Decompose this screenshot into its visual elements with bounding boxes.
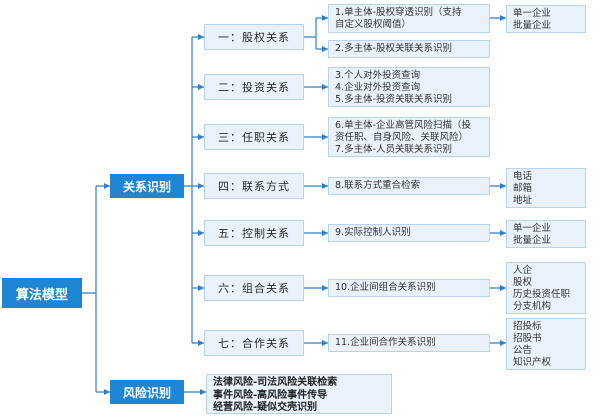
- result-item: 单一企业: [513, 8, 552, 19]
- result-control: 单一企业 批量企业: [506, 220, 586, 248]
- detail-line: 8.联系方式重合检索: [335, 180, 421, 191]
- category-employment: 三：任职关系: [204, 124, 304, 150]
- detail-line: 9.实际控制人识别: [335, 227, 411, 238]
- detail-line: 10.企业间组合关系识别: [335, 282, 436, 293]
- risk-item: 事件风险-高风险事件传导: [213, 389, 328, 401]
- category-equity: 一：股权关系: [204, 24, 304, 50]
- result-item: 历史投资任职: [513, 289, 571, 300]
- detail-control: 9.实际控制人识别: [328, 224, 490, 242]
- result-item: 公告: [513, 345, 533, 356]
- detail-line: 自定义股权阈值）: [335, 19, 412, 30]
- category-contact: 四：联系方式: [204, 173, 304, 199]
- risk-recognition-node: 风险识别: [110, 380, 184, 404]
- result-item: 知识产权: [513, 357, 552, 368]
- detail-line: 7.多主体-人员关联关系识别: [335, 144, 452, 155]
- result-item: 招投标: [513, 321, 542, 332]
- result-item: 批量企业: [513, 20, 552, 31]
- category-cooperation: 七：合作关系: [204, 330, 304, 356]
- result-item: 分支机构: [513, 301, 552, 312]
- detail-line: 6.单主体-企业高管风险扫描（投: [335, 120, 471, 131]
- result-contact: 电话 邮箱 地址: [506, 168, 586, 208]
- result-equity: 单一企业 批量企业: [506, 5, 586, 33]
- risk-item: 法律风险-司法风险关联检索: [213, 377, 338, 388]
- detail-cooperation: 11.企业间合作关系识别: [328, 334, 490, 352]
- detail-equity-1: 1.单主体-股权穿透识别（支持 自定义股权阈值）: [328, 4, 490, 33]
- detail-line: 5.多主体-投资关联关系识别: [335, 94, 452, 105]
- result-item: 招股书: [513, 333, 542, 344]
- result-item: 地址: [513, 195, 533, 206]
- detail-line: 资任职、自身风险、关联风险）: [335, 132, 469, 143]
- relation-recognition-node: 关系识别: [110, 174, 184, 198]
- detail-investment: 3.个人对外投资查询 4.企业对外投资查询 5.多主体-投资关联关系识别: [328, 67, 490, 107]
- root-node: 算法模型: [2, 278, 82, 308]
- result-combination: 人企 股权 历史投资任职 分支机构: [506, 262, 586, 314]
- detail-line: 2.多主体-股权关联关系识别: [335, 43, 452, 54]
- detail-equity-2: 2.多主体-股权关联关系识别: [328, 40, 490, 58]
- detail-line: 4.企业对外投资查询: [335, 82, 421, 93]
- result-item: 邮箱: [513, 183, 533, 194]
- detail-line: 1.单主体-股权穿透识别（支持: [335, 7, 462, 18]
- result-item: 人企: [513, 265, 533, 276]
- detail-line: 11.企业间合作关系识别: [335, 337, 436, 348]
- detail-line: 3.个人对外投资查询: [335, 70, 421, 81]
- risk-item: 经营风险-疑似交壳识别: [213, 402, 318, 413]
- category-investment: 二：投资关系: [204, 74, 304, 100]
- detail-combination: 10.企业间组合关系识别: [328, 279, 490, 297]
- result-item: 批量企业: [513, 235, 552, 246]
- result-item: 电话: [513, 171, 533, 182]
- result-item: 单一企业: [513, 223, 552, 234]
- result-cooperation: 招投标 招股书 公告 知识产权: [506, 318, 586, 370]
- detail-contact: 8.联系方式重合检索: [328, 177, 490, 195]
- detail-employment: 6.单主体-企业高管风险扫描（投 资任职、自身风险、关联风险） 7.多主体-人员…: [328, 117, 490, 157]
- result-item: 股权: [513, 277, 533, 288]
- risk-details: 法律风险-司法风险关联检索 事件风险-高风险事件传导 经营风险-疑似交壳识别: [206, 374, 392, 414]
- category-combination: 六：组合关系: [204, 275, 304, 301]
- category-control: 五：控制关系: [204, 220, 304, 246]
